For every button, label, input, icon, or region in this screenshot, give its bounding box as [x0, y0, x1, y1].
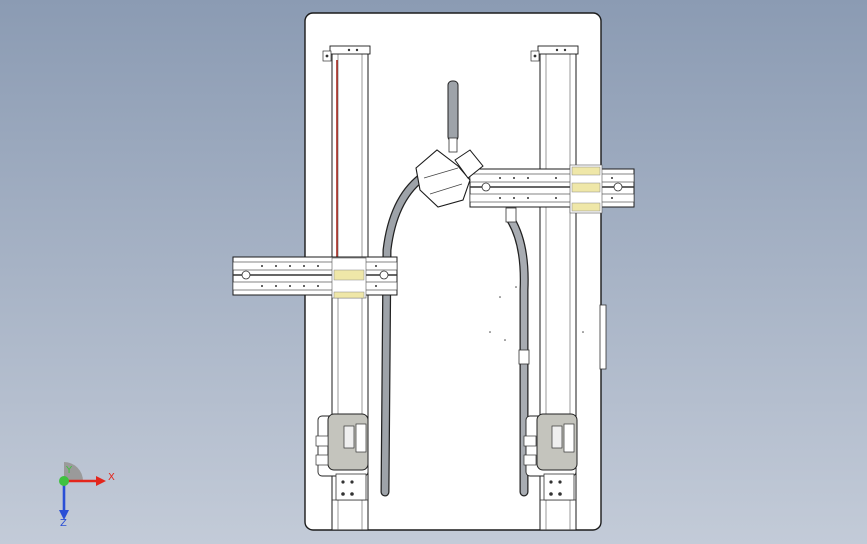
reference-triad[interactable]: Y X Z [44, 462, 124, 532]
welding-torch[interactable] [415, 149, 484, 208]
left-horizontal-slider[interactable] [232, 256, 398, 299]
triad-plane-shading [64, 462, 83, 481]
z-axis-label: Z [60, 518, 67, 529]
right-horizontal-slider[interactable] [469, 164, 635, 214]
z-arrow-head [59, 510, 69, 520]
y-axis-marker [59, 476, 69, 486]
right-carriage[interactable] [523, 413, 578, 501]
y-axis-label: Y [65, 465, 73, 476]
left-carriage[interactable] [315, 413, 369, 501]
cable-conduit[interactable] [380, 173, 530, 497]
x-arrow-head [96, 476, 106, 486]
x-axis-label: X [108, 472, 115, 483]
side-tab [599, 304, 607, 370]
torch-post[interactable] [447, 80, 459, 153]
